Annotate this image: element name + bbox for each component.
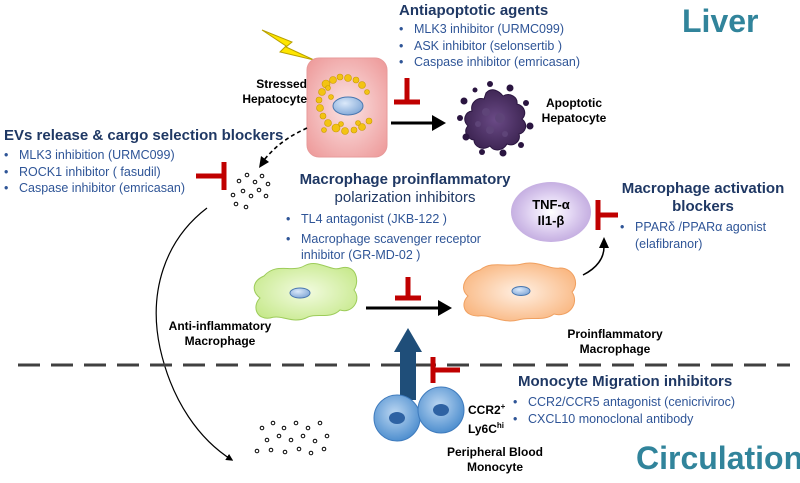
- label-line: Hepatocyte: [242, 92, 307, 106]
- peripheral-blood-monocyte-label: Peripheral Blood Monocyte: [430, 445, 560, 475]
- list-item: MLK3 inhibitor (URMC099): [399, 21, 639, 38]
- stressed-hepatocyte-label: Stressed Hepatocyte: [215, 77, 307, 107]
- anti-inflammatory-macrophage-cell: [253, 263, 358, 321]
- region-label-circulation: Circulation: [636, 440, 800, 476]
- label-line: Monocyte: [466, 460, 523, 474]
- label-line: Apoptotic: [546, 96, 602, 110]
- monocyte-markers: CCR2+ Ly6Chi: [468, 399, 516, 437]
- cytokine-il1-beta: Il1-β: [537, 213, 565, 228]
- marker-ccr2: CCR2+: [468, 399, 516, 418]
- ev-blockers-section: EVs release & cargo selection blockers M…: [4, 127, 304, 197]
- marker-ly6c-text: Ly6C: [468, 422, 497, 436]
- list-item: Caspase inhibitor (emricasan): [399, 54, 639, 71]
- peripheral-blood-monocytes: [373, 386, 465, 442]
- list-item: TL4 antagonist (JKB-122 ): [286, 211, 494, 228]
- marker-ccr2-text: CCR2: [468, 403, 501, 417]
- marker-ly6c: Ly6Chi: [468, 418, 516, 437]
- ev-blockers-list: MLK3 inhibition (URMC099) ROCK1 inhibito…: [4, 147, 304, 197]
- inhibitor-antiapoptotic: [394, 78, 420, 105]
- activation-list: PPARδ /PPARα agonist (elafibranor): [620, 219, 792, 252]
- apoptotic-hepatocyte-label: Apoptotic Hepatocyte: [532, 96, 616, 126]
- inhibitor-migration: [430, 357, 460, 383]
- cytokine-cloud: [511, 182, 591, 242]
- polarization-list: TL4 antagonist (JKB-122 ) Macrophage sca…: [286, 211, 494, 264]
- migration-inhibitors-section: Monocyte Migration inhibitors CCR2/CCR5 …: [513, 373, 788, 427]
- lipid-droplets: [315, 73, 373, 135]
- antiapoptotic-title: Antiapoptotic agents: [399, 2, 549, 19]
- lightning-bolt-icon: [261, 29, 315, 61]
- proinflammatory-macrophage-cell: [463, 262, 576, 322]
- arrow-polarization: [366, 300, 452, 316]
- label-line: Macrophage: [184, 334, 256, 348]
- monocyte-migration-arrow: [394, 328, 422, 400]
- ev-blockers-title: EVs release & cargo selection blockers: [4, 127, 284, 144]
- polarization-inhibitors-section: Macrophage proinflammatory polarization …: [270, 171, 540, 264]
- list-item: PPARδ /PPARα agonist (elafibranor): [620, 219, 792, 252]
- inhibitor-polarization: [395, 277, 421, 301]
- label-line: Stressed: [256, 77, 307, 91]
- list-item: CXCL10 monoclonal antibody: [513, 411, 788, 428]
- arrow-evs-to-circulation: [155, 207, 234, 461]
- activation-title-line2: blockers: [672, 198, 734, 215]
- polarization-title: Macrophage proinflammatory: [299, 171, 511, 188]
- cytokine-tnf-alpha: TNF-α: [532, 197, 570, 212]
- antiapoptotic-list: MLK3 inhibitor (URMC099) ASK inhibitor (…: [399, 21, 639, 71]
- arrow-hepatocyte-to-apoptotic: [391, 115, 446, 131]
- extracellular-vesicles-circulation: [254, 420, 330, 456]
- migration-title: Monocyte Migration inhibitors: [518, 373, 733, 390]
- marker-ly6c-superscript: hi: [496, 421, 505, 430]
- anti-inflammatory-macrophage-label: Anti-inflammatory Macrophage: [158, 319, 282, 349]
- label-line: Hepatocyte: [541, 111, 607, 125]
- marker-ccr2-superscript: +: [500, 402, 506, 411]
- antiapoptotic-agents-section: Antiapoptotic agents MLK3 inhibitor (URM…: [399, 2, 639, 71]
- list-item: Caspase inhibitor (emricasan): [4, 180, 304, 197]
- label-line: Peripheral Blood: [446, 445, 544, 459]
- label-line: Anti-inflammatory: [168, 319, 272, 333]
- activation-blockers-section: Macrophage activation blockers PPARδ /PP…: [608, 180, 798, 252]
- proinflammatory-macrophage-label: Proinflammatory Macrophage: [560, 327, 670, 357]
- cytokine-labels: TNF-α Il1-β: [521, 197, 581, 229]
- stressed-hepatocyte-cell: [306, 57, 388, 158]
- arrow-macrophage-to-cytokines: [582, 237, 609, 276]
- polarization-subtitle: polarization inhibitors: [334, 189, 476, 206]
- label-line: Macrophage: [579, 342, 651, 356]
- region-label-liver: Liver: [682, 3, 759, 39]
- inhibitor-activation: [595, 200, 618, 230]
- list-item: Macrophage scavenger receptor inhibitor …: [286, 231, 494, 264]
- list-item: CCR2/CCR5 antagonist (cenicriviroc): [513, 394, 788, 411]
- label-line: Proinflammatory: [567, 327, 663, 341]
- list-item: ASK inhibitor (selonsertib ): [399, 38, 639, 55]
- list-item: MLK3 inhibition (URMC099): [4, 147, 304, 164]
- migration-list: CCR2/CCR5 antagonist (cenicriviroc) CXCL…: [513, 394, 788, 427]
- activation-title-line1: Macrophage activation: [621, 180, 785, 197]
- apoptotic-hepatocyte-cell: [457, 81, 534, 157]
- list-item: ROCK1 inhibitor ( fasudil): [4, 164, 304, 181]
